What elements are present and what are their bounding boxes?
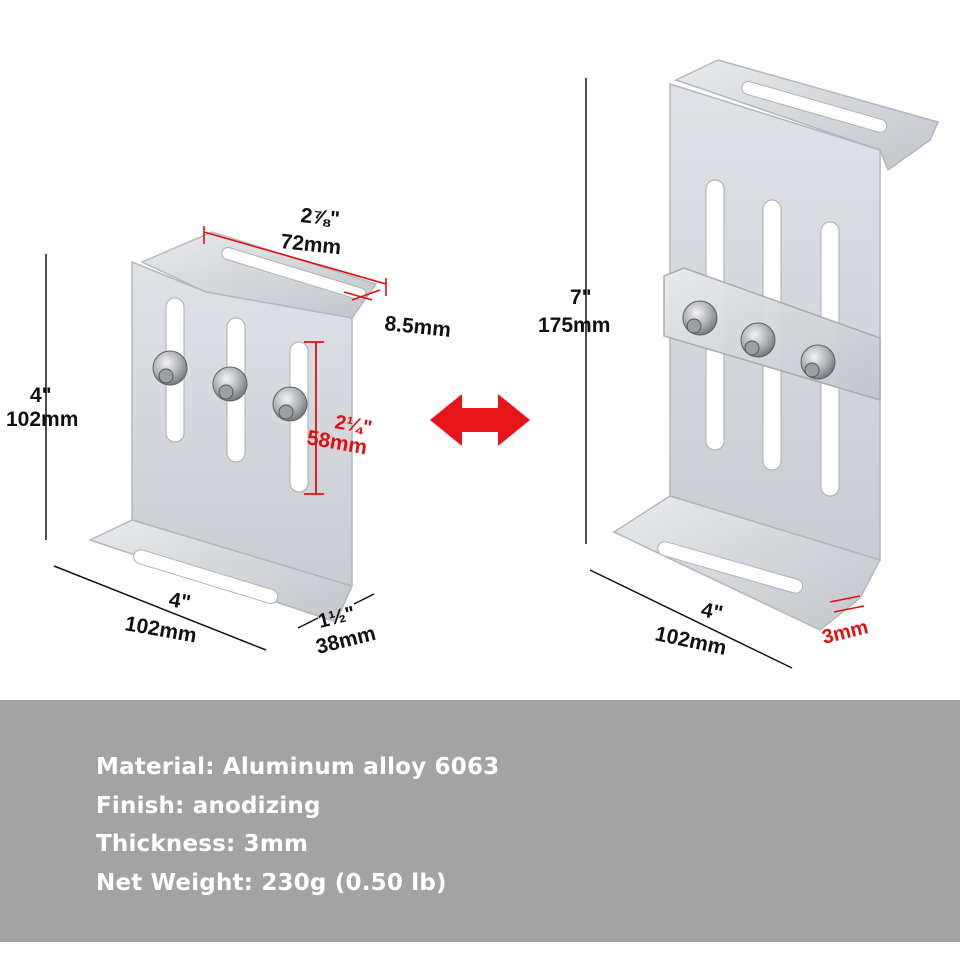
bolt xyxy=(682,300,718,336)
bolt xyxy=(272,386,308,422)
width-metric: 102mm xyxy=(653,622,729,660)
width-metric: 102mm xyxy=(123,612,198,647)
height-metric: 175mm xyxy=(538,314,610,337)
bolt xyxy=(740,322,776,358)
bolt xyxy=(800,344,836,380)
slot-width-metric: 72mm xyxy=(279,230,342,259)
slot-height-metric: 8.5mm xyxy=(383,312,452,342)
spec-material: Material: Aluminum alloy 6063 xyxy=(96,754,500,780)
spec-band: Material: Aluminum alloy 6063 Finish: an… xyxy=(0,700,960,942)
right-bracket: 7" 175mm 4" 102mm 3mm xyxy=(538,59,940,669)
width-line xyxy=(589,569,793,669)
slot-width-line xyxy=(203,231,387,285)
bottom-margin xyxy=(0,942,960,960)
slot-width-fraction: 2⅞" xyxy=(299,204,340,231)
bolt xyxy=(152,350,188,386)
width-imperial: 4" xyxy=(699,598,725,625)
left-bracket: 2⅞" 72mm 8.5mm 4" 102mm 2¼" 58mm 4" 102m… xyxy=(6,204,452,659)
width-imperial: 4" xyxy=(167,588,192,614)
bracket-illustration: 2⅞" 72mm 8.5mm 4" 102mm 2¼" 58mm 4" 102m… xyxy=(6,59,940,669)
height-metric: 102mm xyxy=(6,408,78,431)
product-diagram: 2⅞" 72mm 8.5mm 4" 102mm 2¼" 58mm 4" 102m… xyxy=(6,59,940,669)
spec-net-weight: Net Weight: 230g (0.50 lb) xyxy=(96,869,447,896)
width-line xyxy=(53,565,267,651)
double-arrow-left-right-icon xyxy=(430,394,530,446)
height-imperial: 4" xyxy=(30,384,52,407)
spec-thickness: Thickness: 3mm xyxy=(96,831,309,857)
spec-finish: Finish: anodizing xyxy=(96,792,321,819)
spec-list: Material: Aluminum alloy 6063 Finish: an… xyxy=(0,700,960,902)
bolt xyxy=(212,366,248,402)
height-imperial: 7" xyxy=(570,286,592,309)
